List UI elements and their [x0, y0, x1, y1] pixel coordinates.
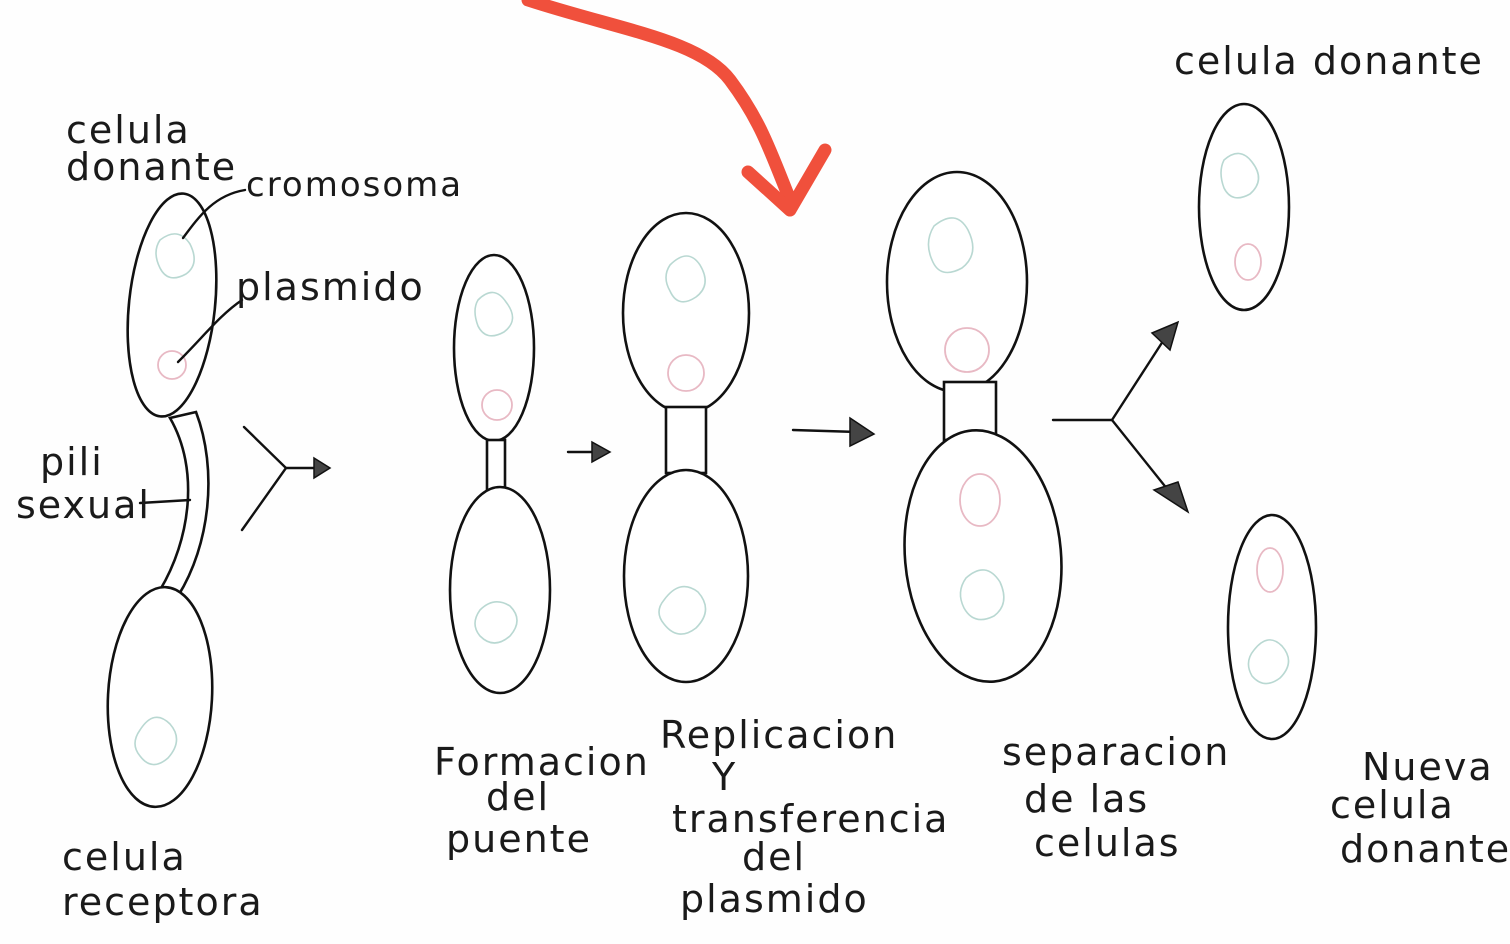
label-separation-1: separacion	[1002, 730, 1230, 774]
label-donor-left-2: donante	[66, 145, 237, 189]
stage-4-cells	[887, 172, 1072, 688]
arrow-2	[568, 442, 610, 462]
donor-cell-3	[623, 213, 749, 413]
bridge-3	[666, 407, 706, 473]
donor-cell-1	[118, 189, 227, 421]
label-donor-right: celula donante	[1174, 39, 1484, 83]
label-plasmid: plasmido	[236, 265, 425, 309]
arrow-3	[793, 418, 874, 446]
donor-cell-2	[454, 255, 534, 441]
arrow-1	[242, 427, 330, 530]
label-separation-2: de las	[1024, 777, 1149, 821]
label-separation-3: celulas	[1034, 821, 1181, 865]
donor-cell-4	[887, 172, 1027, 392]
label-new-donor-2: celula	[1330, 783, 1455, 827]
label-replication-3: transferencia	[672, 797, 949, 841]
label-replication-1: Replicacion	[660, 713, 898, 757]
label-bridge-3: puente	[446, 817, 592, 861]
label-recipient-1: celula	[62, 835, 187, 879]
label-chromosome: cromosoma	[246, 165, 463, 205]
stage-3-cells	[623, 213, 749, 682]
recipient-cell-3	[624, 470, 748, 682]
stage-2-cells	[450, 255, 550, 693]
label-new-donor-3: donante	[1340, 827, 1510, 871]
label-replication-2: Y	[711, 755, 737, 799]
label-replication-4: del	[742, 835, 806, 879]
stage-5-cells	[1199, 104, 1316, 739]
label-pili-1: pili	[40, 440, 104, 484]
label-pili-2: sexual	[16, 483, 151, 527]
red-highlight-arrow	[528, 0, 825, 210]
bridge-2	[487, 440, 505, 490]
label-bridge-2: del	[486, 775, 550, 819]
pilus	[160, 412, 208, 596]
recipient-cell-2	[450, 487, 550, 693]
recipient-cell-4	[894, 424, 1071, 689]
label-replication-5: plasmido	[680, 877, 869, 921]
recipient-cell-1	[102, 584, 217, 809]
label-recipient-2: receptora	[62, 880, 264, 924]
arrow-4	[1053, 322, 1188, 512]
